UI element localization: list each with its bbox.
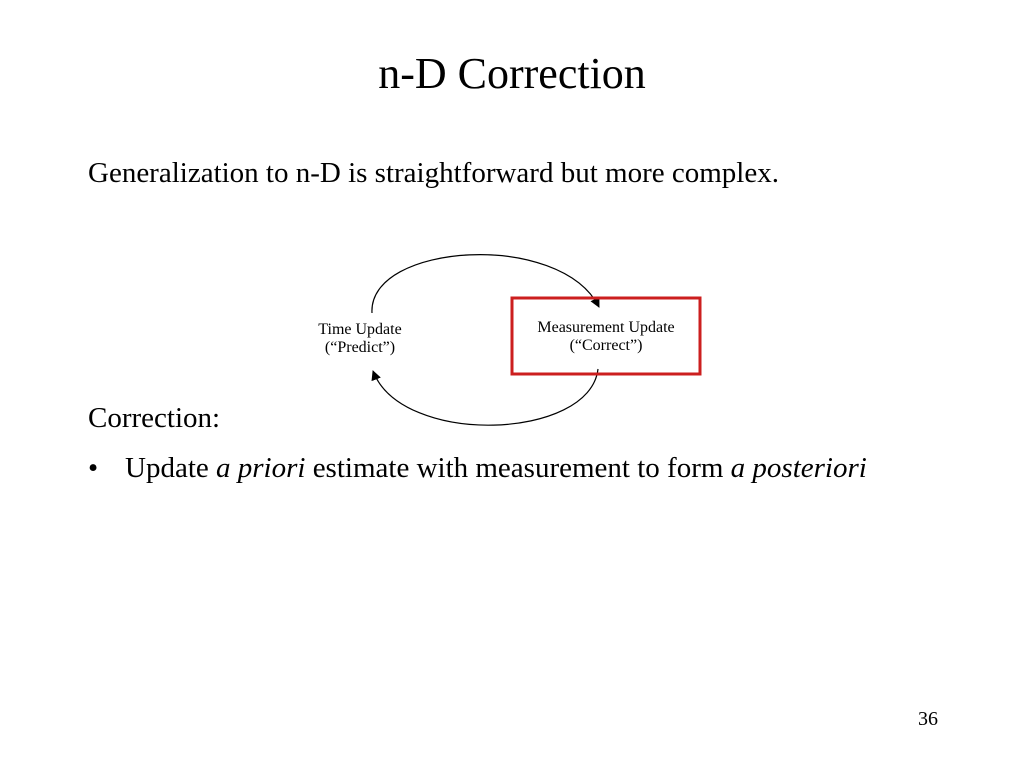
- bullet-text: Update a priori estimate with measuremen…: [125, 448, 875, 488]
- predict-correct-cycle-diagram: Time Update (“Predict”) Measurement Upda…: [290, 235, 720, 440]
- intro-text: Generalization to n-D is straightforward…: [88, 157, 779, 189]
- measurement-update-box: [510, 296, 702, 376]
- time-update-label: Time Update: [318, 321, 402, 338]
- bullet-text-part2: estimate with measurement to form: [305, 452, 731, 484]
- correction-heading: Correction:: [88, 402, 221, 434]
- measurement-update-label: Measurement Update: [537, 319, 675, 336]
- measurement-update-node: Measurement Update (“Correct”): [516, 319, 696, 355]
- page-number: 36: [918, 708, 938, 730]
- predict-to-correct-arrow: [371, 254, 600, 314]
- bullet-text-a-posteriori: a posteriori: [730, 452, 867, 484]
- cycle-diagram-graphics: [371, 254, 702, 426]
- measurement-update-sublabel: (“Correct”): [569, 337, 643, 354]
- bullet-marker: •: [88, 452, 99, 484]
- correct-to-predict-arrow: [371, 368, 599, 426]
- bullet-text-part1: Update: [125, 452, 216, 484]
- slide-title: n-D Correction: [378, 49, 646, 98]
- bullet-text-a-priori: a priori: [216, 452, 306, 484]
- time-update-node: Time Update (“Predict”): [308, 321, 412, 357]
- time-update-sublabel: (“Predict”): [324, 339, 396, 356]
